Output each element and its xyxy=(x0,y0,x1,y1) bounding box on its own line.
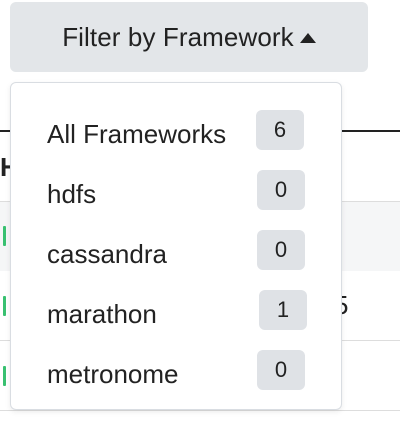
count-badge: 6 xyxy=(256,110,304,150)
filter-button-label: Filter by Framework xyxy=(62,22,294,52)
count-badge: 1 xyxy=(259,290,307,330)
dropdown-item-all-frameworks[interactable]: All Frameworks 6 xyxy=(11,105,341,163)
dropdown-item-label: cassandra xyxy=(47,239,167,269)
dropdown-item-marathon[interactable]: marathon 1 xyxy=(11,285,341,343)
dropdown-item-label: metronome xyxy=(47,359,179,389)
dropdown-item-label: All Frameworks xyxy=(47,119,227,149)
dropdown-item-label: hdfs xyxy=(47,179,97,209)
count-badge: 0 xyxy=(257,230,305,270)
dropdown-item-hdfs[interactable]: hdfs 0 xyxy=(11,165,341,223)
health-status-icon xyxy=(3,366,6,386)
health-status-icon xyxy=(3,226,6,246)
dropdown-item-cassandra[interactable]: cassandra 0 xyxy=(11,225,341,283)
dropdown-item-label: marathon xyxy=(47,299,157,329)
filter-by-framework-button[interactable]: Filter by Framework xyxy=(10,2,368,72)
caret-up-icon xyxy=(299,33,316,43)
framework-filter-dropdown: All Frameworks 6 hdfs 0 cassandra 0 mara… xyxy=(10,82,342,410)
count-badge: 0 xyxy=(257,350,305,390)
health-status-icon xyxy=(3,296,6,316)
dropdown-item-metronome[interactable]: metronome 0 xyxy=(11,345,341,403)
count-badge: 0 xyxy=(257,170,305,210)
